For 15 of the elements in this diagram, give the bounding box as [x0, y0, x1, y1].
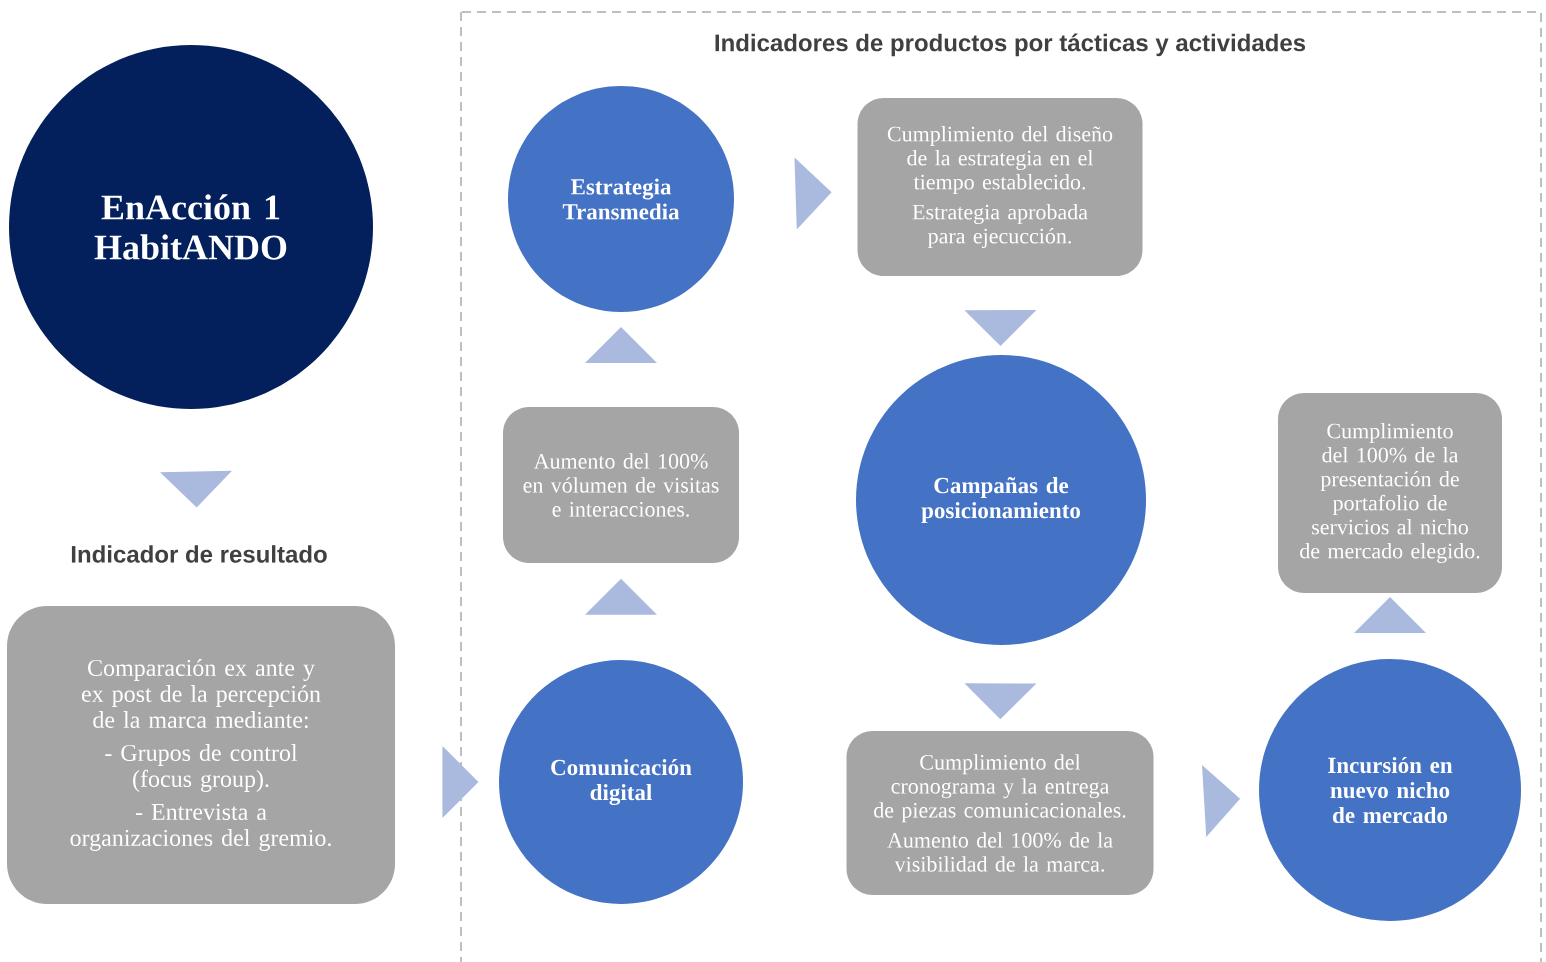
indicator-box: Aumento del 100% en vólumen de visitas e interacciones.	[503, 407, 739, 563]
chevron-arrow	[160, 470, 232, 508]
indicator-box: Cumplimiento del 100% de la presentación de portafolio de servicios al nicho de mercado elegido.	[1278, 393, 1502, 593]
chevron-arrow	[1202, 765, 1241, 837]
indicator-box: Cumplimiento del cronograma y la entrega de piezas comunicacionales. Aumento del 100% de la visibilidad de la marca.	[846, 731, 1154, 895]
chevron-arrow	[794, 157, 832, 230]
chevron-arrow	[1354, 597, 1426, 634]
chevron-arrow	[964, 309, 1037, 347]
indicator-box: Cumplimiento del diseño de la estrategia en el tiempo establecido. Estrategia aprobada para ejecucción.	[857, 98, 1143, 276]
chevron-arrow	[585, 578, 657, 615]
chevron-arrow	[585, 327, 657, 364]
result-box: Comparación ex ante y ex post de la percepción de la marca mediante: - Grupos de control (focus group). - Entrevista a organizaciones del gremio.	[7, 606, 395, 904]
chevron-arrow	[442, 746, 479, 818]
heading: Indicador de resultado	[71, 545, 327, 563]
chevron-arrow	[964, 683, 1037, 720]
